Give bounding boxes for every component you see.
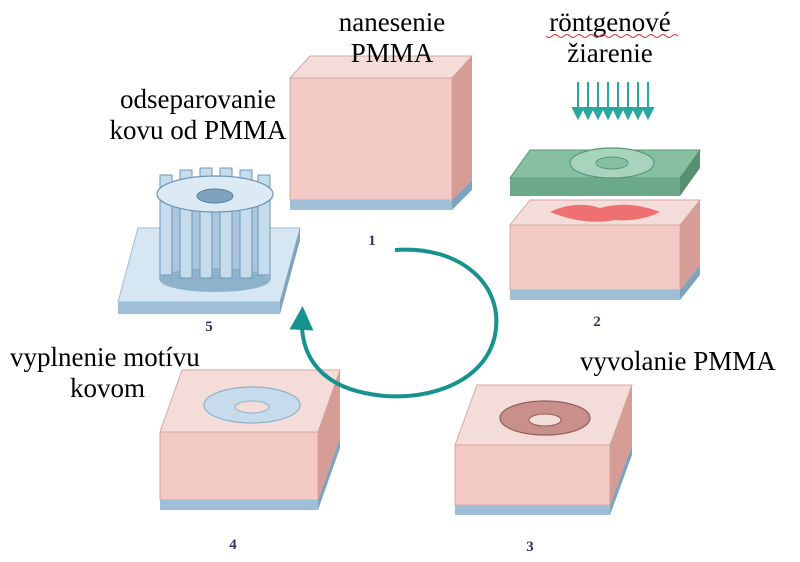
block-step5-gear [117, 167, 301, 314]
label-step3: vyvolanie PMMA [580, 346, 776, 376]
xray-arrows [571, 82, 655, 121]
step-number-3: 3 [526, 539, 534, 555]
label-step5-line2: kovu od PMMA [109, 115, 287, 145]
step-number-4: 4 [229, 537, 237, 553]
label-step2-line2: žiarenie [567, 38, 652, 68]
label-step4-line2: kovom [70, 373, 145, 403]
block-step2-exposure [508, 82, 702, 300]
process-cycle-arrow [289, 247, 499, 399]
block-step1-pmma [288, 55, 474, 210]
step-number-1: 1 [368, 233, 376, 249]
step-number-2: 2 [593, 314, 601, 330]
exposed-region [550, 204, 660, 222]
block-step4-filled [159, 369, 341, 510]
block-step3-developed [454, 384, 633, 515]
label-step1-line2: PMMA [351, 38, 434, 68]
spellcheck-underline [545, 34, 679, 38]
label-step4-line1: vyplnenie motívu [10, 342, 200, 372]
label-step5-line1: odseparovanie [120, 84, 276, 114]
step-number-5: 5 [205, 319, 213, 335]
label-step2-line1: röntgenové [549, 7, 670, 37]
label-step1-line1: nanesenie [339, 7, 445, 37]
